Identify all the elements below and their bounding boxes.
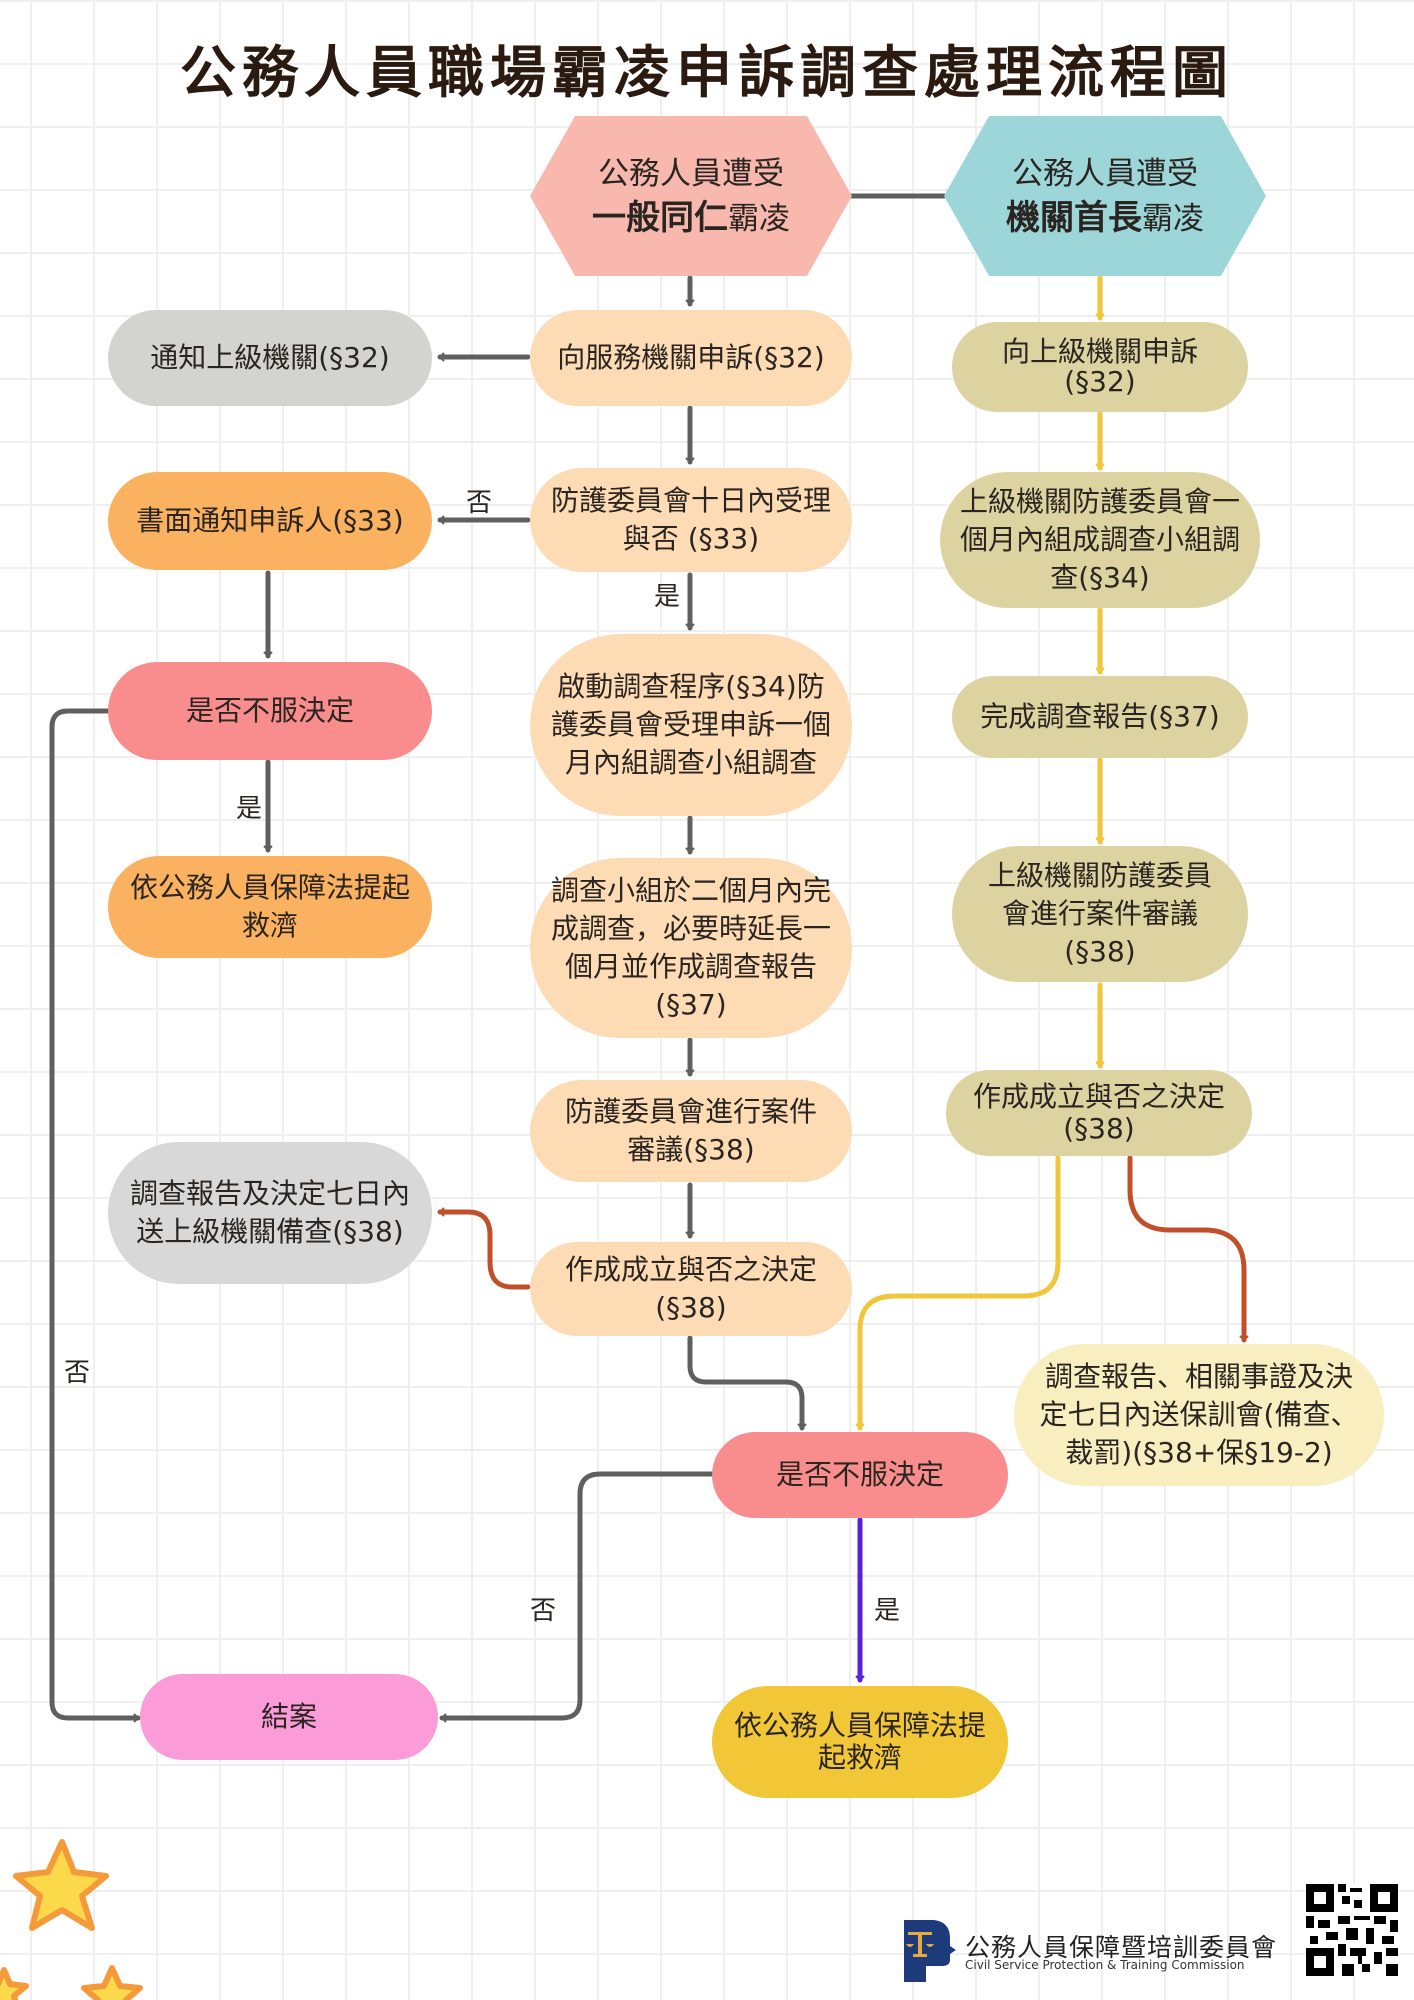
node-remedy-left: 依公務人員保障法提起救濟 (108, 856, 432, 958)
node-send-csptc: 調查報告、相關事證及決定七日內送保訓會(備查、裁罰)(§38+保§19-2) (1014, 1344, 1384, 1486)
node-accept-10days: 防護委員會十日內受理與否 (§33) (530, 468, 852, 572)
node-written-notice: 書面通知申訴人(§33) (108, 472, 432, 570)
node-complain-service: 向服務機關申訴(§32) (530, 310, 852, 406)
edge-bottom-no (439, 1471, 715, 1723)
start-node-colleague: 公務人員遭受 一般同仁霸凌 (530, 116, 852, 276)
edge-decision-to-report (437, 1207, 531, 1290)
start-head-line1: 公務人員遭受 (1012, 155, 1198, 192)
node-dissatisfied-left: 是否不服決定 (108, 662, 432, 760)
star-icon (81, 1965, 143, 2000)
node-superior-review: 上級機關防護委員會進行案件審議(§38) (952, 846, 1248, 982)
start-node-head: 公務人員遭受 機關首長霸凌 (944, 116, 1266, 276)
node-notify-superior: 通知上級機關(§32) (108, 310, 432, 406)
label-no-bottom: 否 (530, 1596, 557, 1626)
label-no-accept: 否 (466, 488, 493, 518)
star-decoration (0, 1839, 143, 2000)
start-head-suffix: 霸凌 (1142, 200, 1204, 237)
node-dissatisfied-bottom: 是否不服決定 (712, 1432, 1008, 1518)
node-complete-report: 完成調查報告(§37) (952, 676, 1248, 758)
node-team-2months: 調查小組於二個月內完成調查，必要時延長一個月並作成調查報告(§37) (530, 858, 852, 1038)
star-icon (0, 1967, 29, 2000)
edge-rightdecision-to-csptc (1127, 1155, 1249, 1343)
label-yes-left: 是 (236, 794, 263, 824)
node-decision-left: 作成成立與否之決定(§38) (530, 1242, 852, 1336)
edge-decision-to-bottom (687, 1335, 807, 1431)
label-no-left: 否 (64, 1358, 91, 1388)
node-remedy-bottom: 依公務人員保障法提起救濟 (712, 1686, 1008, 1798)
start-head-bold: 機關首長 (1006, 197, 1142, 238)
org-name-zh: 公務人員保障暨培訓委員會 (965, 1933, 1278, 1962)
org-name-en: Civil Service Protection & Training Comm… (965, 1958, 1245, 1972)
node-complain-superior: 向上級機關申訴(§32) (952, 322, 1248, 412)
star-icon (13, 1839, 109, 1931)
edge-dissatisfied-no (49, 708, 141, 1723)
csptc-logo-icon (904, 1920, 956, 1982)
page-title: 公務人員職場霸凌申訴調查處理流程圖 (180, 41, 1234, 106)
node-start-investigation: 啟動調查程序(§34)防護委員會受理申訴一個月內組調查小組調查 (530, 634, 852, 816)
qr-code-icon[interactable] (1306, 1884, 1398, 1976)
label-yes-accept: 是 (654, 582, 681, 612)
label-yes-bottom: 是 (874, 1596, 901, 1626)
node-report-superior: 調查報告及決定七日內送上級機關備查(§38) (108, 1142, 432, 1284)
node-committee-review: 防護委員會進行案件審議(§38) (530, 1080, 852, 1182)
start-colleague-line1: 公務人員遭受 (598, 155, 784, 192)
edge-rightdecision-to-bottom (855, 1155, 1061, 1431)
node-close-case: 結案 (140, 1674, 438, 1760)
node-superior-team: 上級機關防護委員會一個月內組成調查小組調查(§34) (940, 472, 1260, 608)
node-decision-right: 作成成立與否之決定(§38) (946, 1070, 1252, 1156)
start-colleague-bold: 一般同仁 (592, 197, 728, 238)
start-colleague-suffix: 霸凌 (728, 200, 790, 237)
